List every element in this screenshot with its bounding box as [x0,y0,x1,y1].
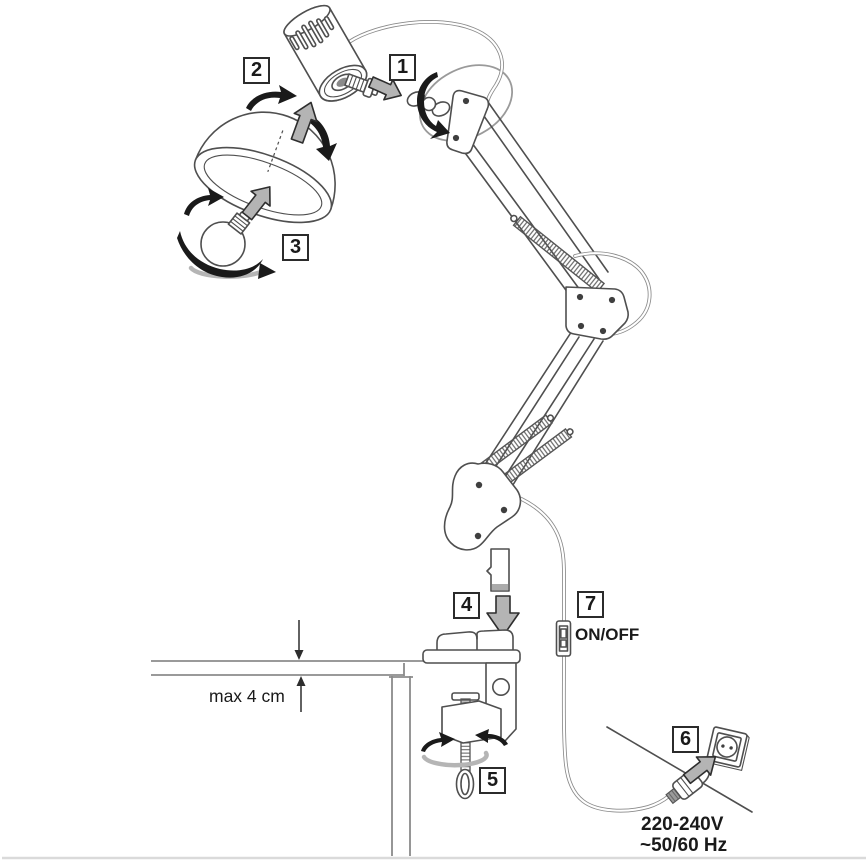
step-badge-6: 6 [672,726,699,753]
wingnut-rotation-arrow [417,72,450,139]
cord-to-switch [513,494,566,623]
insert-arrow-step4 [486,595,520,637]
upper-arm [446,89,609,298]
step-badge-5: 5 [479,767,506,794]
socket-housing [283,4,368,102]
table [2,660,866,860]
outlet-pin-hole [729,746,733,750]
max-height-label: max 4 cm [209,686,285,706]
outlet-pin-hole [721,744,725,748]
voltage-label: 220-240V [641,814,724,835]
on-off-switch [555,620,572,657]
stem-tip [492,584,508,591]
insert-arrow-step3 [241,186,271,221]
frequency-label: ~50/60 Hz [640,835,728,856]
cord-elbow-loop [573,251,652,336]
light-bulb [177,188,276,279]
wall-line [606,726,753,813]
step-badge-2: 2 [243,57,270,84]
mounting-stem [486,548,510,592]
bulb-rotation-arrow-bottom [177,231,263,278]
screw-rotation-arc [421,750,489,768]
on-off-label: ON/OFF [575,625,640,644]
shade-rotation-arrow-right [307,115,337,161]
table-clamp [421,629,521,800]
insert-arrow-step2 [290,101,318,144]
wing-nut [406,72,451,139]
bulb-glass [200,221,246,267]
step-badge-4: 4 [453,592,480,619]
lamp-shade [193,111,336,224]
cord-to-plug [561,654,671,813]
thickness-annotation [294,620,306,712]
elbow-joint [565,286,629,340]
wall-outlet [706,726,750,771]
clamp-saddle [436,629,514,652]
bulb-rotation-arrow-left [184,188,224,216]
insert-arrow-step6 [682,756,717,785]
step-badge-3: 3 [282,234,309,261]
power-cord [347,20,504,111]
shade-rotation-arrow-left [246,85,297,111]
step-badge-7: 7 [577,591,604,618]
insert-arrow-step1 [367,76,402,101]
pivot-body [443,462,522,592]
shade-hole-axis [267,130,284,173]
rotation-arrow-left [421,732,455,752]
clamp-hole [491,677,510,696]
clamp-platform [422,649,521,664]
step-badge-1: 1 [389,54,416,81]
rotation-arrow-right [475,729,508,746]
